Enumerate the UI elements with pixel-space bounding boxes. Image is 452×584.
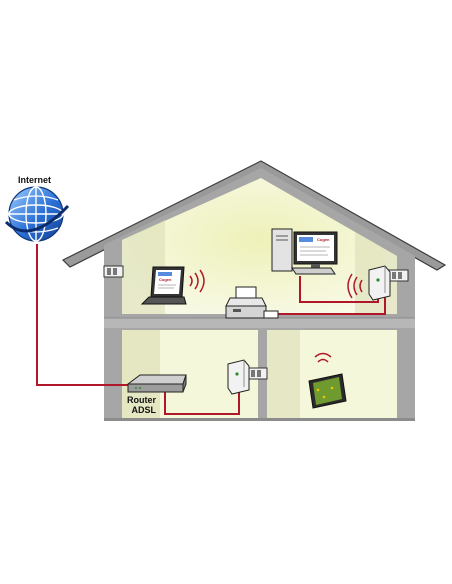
desktop-computer-icon: Cogen: [271, 228, 338, 275]
laptop-screen-brand: Cogen: [159, 277, 172, 282]
wall-socket-icon: [103, 265, 124, 278]
wall-socket-icon: [247, 367, 268, 380]
wifi-signal-icon: [347, 273, 363, 299]
floor-slab: [104, 318, 415, 328]
ground-room-right-side: [267, 330, 300, 420]
wall-socket-icon: [388, 269, 409, 282]
internet-to-router-cable: [36, 244, 128, 386]
powerline-adapter-icon: [368, 265, 391, 301]
tablet-icon: [308, 373, 347, 409]
printer-icon: [225, 286, 279, 319]
router-icon: [127, 374, 187, 393]
laptop-icon: Cogen: [140, 266, 187, 305]
router-to-powerline-cable: [164, 380, 240, 415]
network-cables: [36, 244, 386, 415]
attic-room: [122, 178, 397, 314]
internet-label: Internet: [18, 175, 52, 185]
globe-icon: [4, 186, 70, 242]
powerline-adapter-icon: [227, 359, 250, 395]
wifi-signal-icon: [189, 269, 205, 293]
router-label: Router ADSL: [127, 395, 156, 415]
router-label-line-1: Router: [127, 395, 156, 405]
printer-to-adapter-cable: [264, 296, 386, 315]
desktop-screen-brand: Cogen: [317, 237, 330, 242]
router-label-line-2: ADSL: [131, 405, 157, 415]
ground-line: [104, 418, 415, 421]
wifi-signal-icon: [314, 352, 332, 363]
roof: [61, 160, 447, 271]
